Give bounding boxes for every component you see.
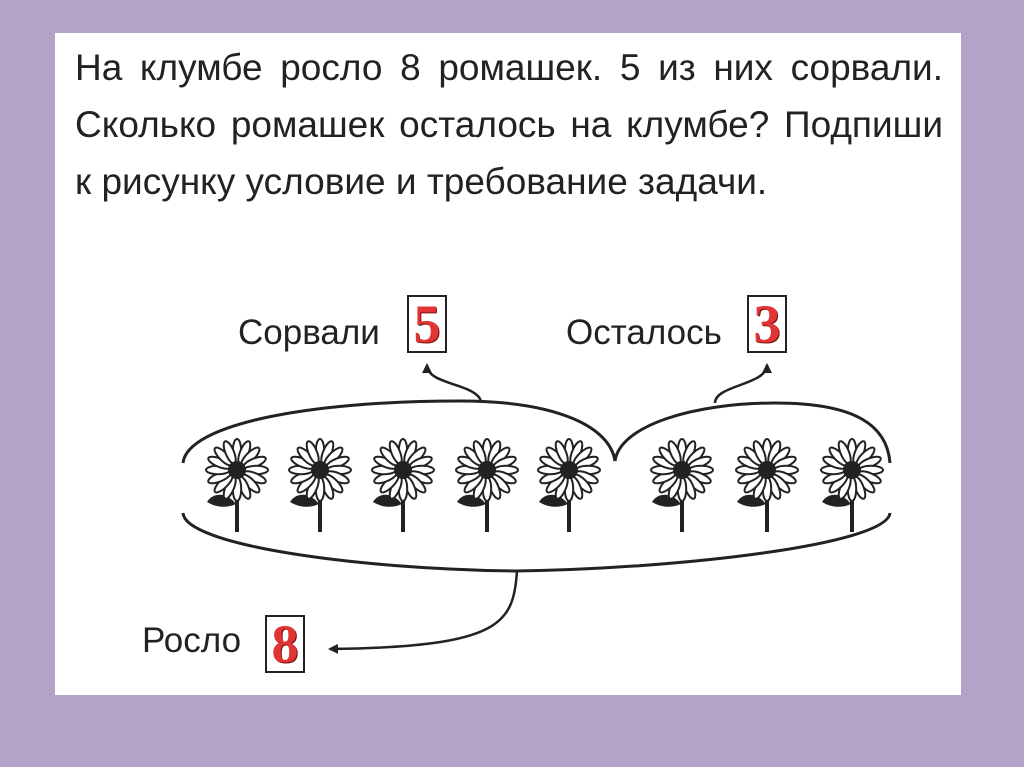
total-bracket: [181, 512, 892, 573]
daisy-flower: [735, 438, 799, 532]
daisy-flower: [455, 438, 519, 532]
label-grew: Росло: [142, 621, 242, 660]
number-picked: 5: [413, 294, 441, 354]
arrow-to-remaining: [713, 363, 772, 404]
slide: На клумбе росло 8 ромашек. 5 из них сорв…: [55, 33, 961, 695]
number-box-grew: 8: [265, 615, 305, 673]
number-remaining: 3: [753, 294, 781, 354]
daisy-flower: [288, 438, 352, 532]
daisy-flower: [371, 438, 435, 532]
daisy-flower: [650, 438, 714, 532]
label-picked: Сорвали: [238, 313, 380, 352]
daisy-flower: [820, 438, 884, 532]
number-box-remaining: 3: [747, 295, 787, 353]
flowers-row: [205, 438, 884, 532]
daisy-flower: [537, 438, 601, 532]
diagram: [181, 363, 892, 654]
number-box-picked: 5: [407, 295, 447, 353]
daisy-flower: [205, 438, 269, 532]
task-text: На клумбе росло 8 ромашек. 5 из них сорв…: [75, 47, 943, 202]
arrow-to-picked: [422, 363, 483, 402]
label-remaining: Осталось: [566, 313, 722, 352]
picked-group-bracket: [181, 399, 617, 464]
arrow-to-grew: [328, 570, 519, 654]
number-grew: 8: [271, 614, 299, 674]
remaining-group-bracket: [613, 401, 892, 464]
